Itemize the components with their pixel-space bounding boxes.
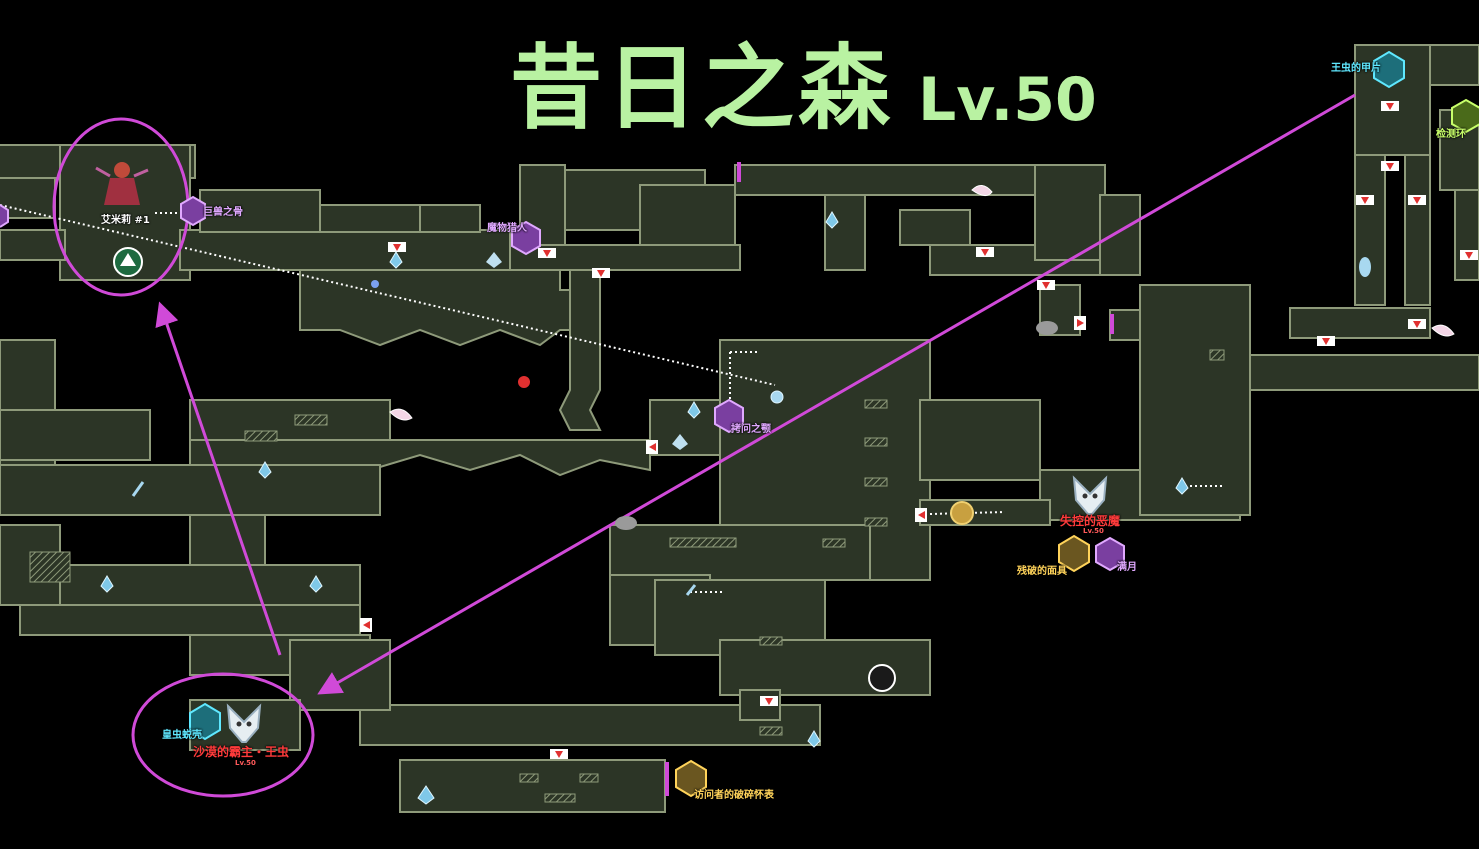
orb-icon	[770, 390, 784, 404]
area-name: 昔日之森	[510, 35, 895, 142]
torture-head-label: 拷问之颚	[731, 424, 771, 435]
beast-bone-label: 巨兽之骨	[203, 207, 243, 218]
boss-circle	[131, 672, 315, 798]
crystal-icon	[1175, 477, 1189, 495]
crystal-icon	[807, 730, 821, 748]
detect-ring-label: 检测环	[1436, 129, 1466, 140]
hex-icon-full-moon	[1095, 536, 1125, 572]
demon-boss-name: 失控的恶魔	[1060, 514, 1121, 528]
coin-icon	[950, 501, 974, 525]
stone-icon	[615, 516, 637, 530]
shard-icon	[486, 252, 502, 268]
crystal-icon	[100, 575, 114, 593]
hex-icon-mask	[1058, 534, 1090, 573]
hex-icon-watch	[675, 759, 707, 798]
stone-icon	[1036, 321, 1058, 335]
feather-icon	[971, 185, 993, 196]
hex-markers	[0, 50, 1479, 798]
crystal-icon	[417, 785, 435, 805]
crystal-icon	[825, 211, 839, 229]
area-level: Lv.50	[918, 65, 1097, 135]
demon-boss-icon	[1072, 475, 1108, 515]
wand-icon	[131, 481, 145, 497]
egg-icon	[1359, 257, 1371, 277]
full-moon-label: 满月	[1117, 562, 1137, 573]
npc-sprite	[95, 162, 149, 205]
area-title: 昔日之森 Lv.50	[510, 14, 1097, 147]
hex-icon-torture	[714, 398, 744, 434]
potion-icon	[518, 376, 530, 388]
king-bug-shell-label: 王虫的甲片	[1331, 63, 1381, 74]
king-bug-boss-level: Lv.50	[235, 759, 256, 767]
hex-icon-monster-hunter	[511, 220, 541, 256]
emperor-shell-label: 皇虫蜕壳	[162, 730, 202, 741]
crystal-icon	[258, 461, 272, 479]
crystal-icon	[309, 575, 323, 593]
npc-label: 艾米莉 #1	[101, 215, 150, 226]
spiral-icon	[868, 664, 896, 692]
route-arrow-diagonal	[317, 93, 1356, 695]
shard-icon	[672, 434, 688, 450]
wand-icon	[685, 584, 697, 596]
crystal-icon	[687, 401, 701, 419]
hex-icon-emperor-shell	[189, 702, 221, 741]
hex-icon-king-shell	[1373, 50, 1405, 89]
route-arrow-up	[155, 301, 282, 656]
crystal-icons	[100, 211, 1189, 805]
feather-icon	[1431, 324, 1455, 337]
king-bug-boss-name: 沙漠的霸主・王虫	[193, 745, 290, 759]
demon-boss-level: Lv.50	[1083, 527, 1104, 535]
hex-icon-detect-ring	[1451, 98, 1479, 134]
king-bug-boss-icon	[226, 703, 262, 743]
broken-watch-label: 访问者的破碎怀表	[694, 790, 774, 801]
map-hatches	[29, 349, 1225, 803]
bug-icon	[371, 280, 379, 288]
item-icons	[131, 185, 1455, 692]
arrow-tiles	[360, 101, 1478, 759]
monster-hunter-label: 魔物猎人	[487, 223, 527, 234]
crystal-icon	[389, 251, 403, 269]
hex-icon-beast-bone	[180, 195, 206, 227]
broken-mask-label: 残破的面具	[1017, 566, 1067, 577]
dotted-paths	[0, 204, 1222, 593]
feather-icon	[389, 408, 413, 421]
gates	[665, 162, 1114, 796]
